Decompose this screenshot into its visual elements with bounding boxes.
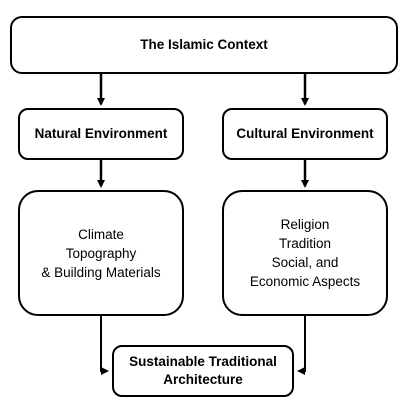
islamic-context-box: The Islamic Context: [10, 16, 398, 74]
arrow-cultural-factors-to-architecture: [297, 316, 306, 375]
natural-factors-box: Climate Topography & Building Materials: [18, 190, 184, 316]
cultural-environment-label: Cultural Environment: [236, 126, 374, 141]
sustainable-architecture-label: Sustainable Traditional Architecture: [129, 354, 277, 387]
cultural-factors-label: Religion Tradition Social, and Economic …: [249, 217, 361, 289]
islamic-context-label: The Islamic Context: [140, 37, 268, 52]
natural-factors-label: Climate Topography & Building Materials: [41, 226, 161, 280]
sustainable-architecture-box: Sustainable Traditional Architecture: [112, 345, 294, 397]
cultural-environment-box: Cultural Environment: [222, 108, 388, 160]
natural-environment-box: Natural Environment: [18, 108, 184, 160]
cultural-factors-box: Religion Tradition Social, and Economic …: [222, 190, 388, 316]
natural-environment-label: Natural Environment: [34, 126, 168, 141]
arrow-natural-factors-to-architecture: [100, 316, 109, 375]
